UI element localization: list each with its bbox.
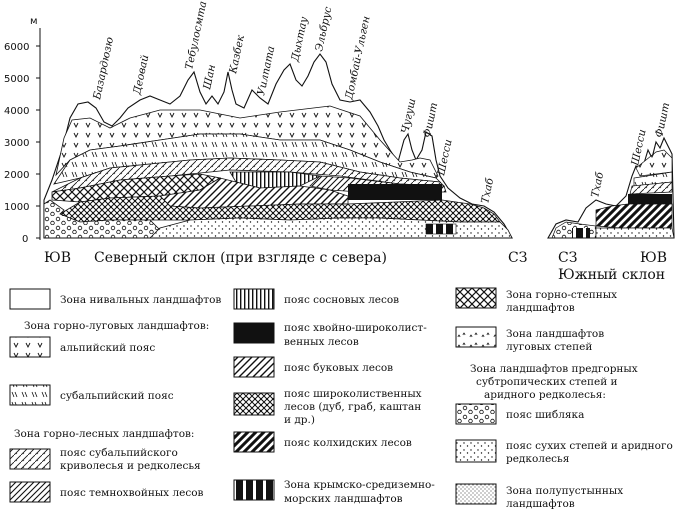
peak-label: Домбай-Ульген — [343, 15, 373, 102]
peak-label: Чугуш — [399, 97, 418, 134]
y-tick-label: 6000 — [4, 42, 29, 53]
legend-header-forest: Зона горно-лесных ландшафтов: — [14, 428, 194, 440]
y-tick-label: 4000 — [4, 106, 29, 117]
legend-swatch-meadowsteppe — [455, 326, 497, 348]
south-alpine-area — [635, 149, 673, 177]
legend-label-shiblyak: пояс шибляка — [506, 409, 584, 421]
peak-label: Тебулосмта — [183, 0, 209, 71]
legend-label-crooked-2: криволесья и редколесья — [60, 460, 201, 472]
y-tick: 6000 — [4, 42, 40, 53]
legend-label-subalpine: субальпийский пояс — [60, 390, 174, 402]
legend-header-meadow: Зона горно-луговых ландшафтов: — [24, 320, 209, 332]
legend-label-crimea-1: Зона крымско-средиземно- — [284, 479, 435, 491]
legend-swatch-steppe — [455, 287, 497, 309]
legend-label-colchis: пояс колхидских лесов — [284, 437, 412, 449]
direction-sz-2: СЗ — [558, 250, 577, 266]
y-tick-label: 1000 — [4, 202, 29, 213]
legend-label-dry-2: редколесья — [506, 453, 570, 465]
legend-label-pine: пояс сосновых лесов — [284, 294, 399, 306]
y-tick: 2000 — [4, 170, 40, 181]
legend-label-broad-3: и др.) — [284, 414, 315, 426]
legend-swatch-broad — [233, 392, 275, 416]
south-crimea-area — [572, 228, 590, 238]
legend-label-mixed-2: венных лесов — [284, 336, 359, 348]
legend: Зона нивальных ландшафтов Зона горно-луг… — [9, 287, 673, 510]
legend-header-foot-1: Зона ландшафтов предгорных — [470, 363, 638, 375]
legend-label-meadowsteppe-1: Зона ландшафтов — [506, 328, 604, 340]
legend-label-semidesert-1: Зона полупустынных — [506, 485, 623, 497]
peak-label: Шан — [201, 63, 218, 91]
legend-swatch-crooked — [9, 448, 51, 470]
y-tick: 1000 — [4, 202, 40, 213]
north-slope-profile — [43, 53, 513, 239]
legend-label-crooked-1: пояс субальпийского — [60, 447, 178, 459]
legend-label-meadowsteppe-2: луговых степей — [506, 341, 592, 353]
peak-label: Фишт — [421, 101, 440, 138]
direction-left: ЮВ — [44, 250, 71, 266]
legend-label-alpine: альпийский пояс — [60, 342, 155, 354]
legend-label-steppe-2: ландшафтов — [506, 302, 575, 314]
legend-label-broad-2: лесов (дуб, граб, каштан — [284, 401, 421, 413]
legend-label-crimea-2: морских ландшафтов — [284, 493, 403, 505]
direction-right: ЮВ — [640, 250, 667, 266]
profile-headings: ЮВ Северный склон (при взгляде с севера)… — [44, 250, 667, 283]
legend-label-nival: Зона нивальных ландшафтов — [60, 294, 221, 306]
legend-header-foot-2: субтропических степей и — [476, 376, 618, 388]
legend-swatch-pine — [233, 288, 275, 310]
legend-header-foot-3: аридного редколесья: — [484, 389, 606, 401]
y-tick-label: 0 — [22, 234, 28, 245]
y-axis: м 6000 5000 4000 3000 2000 1000 0 — [4, 16, 41, 245]
legend-swatch-subalpine — [9, 384, 51, 406]
legend-swatch-colchis — [233, 431, 275, 453]
y-tick: 4000 — [4, 106, 40, 117]
dry-steppe-area — [149, 217, 513, 239]
peak-label: Казбек — [227, 33, 247, 75]
y-tick-label: 5000 — [4, 74, 29, 85]
legend-swatch-dry — [455, 439, 497, 463]
peak-label: Деовай — [131, 54, 151, 97]
peak-label: Эльбрус — [313, 5, 334, 52]
mixed-forest-area — [348, 184, 442, 200]
legend-swatch-beech — [233, 356, 275, 378]
legend-label-beech: пояс буковых лесов — [284, 362, 393, 374]
legend-swatch-nival — [9, 288, 51, 310]
south-mixed-area — [628, 194, 672, 204]
legend-swatch-alpine — [9, 336, 51, 358]
y-tick: 3000 — [4, 138, 40, 149]
legend-swatch-crimea — [233, 479, 275, 501]
legend-label-semidesert-2: ландшафтов — [506, 498, 575, 510]
peak-label: Тхаб — [479, 177, 496, 205]
peak-label: Шесси — [435, 138, 455, 178]
legend-swatch-darkconif — [9, 481, 51, 503]
peak-label: Тхаб — [589, 171, 606, 199]
peak-label: Базардюзю — [91, 36, 116, 102]
legend-swatch-semidesert — [455, 483, 497, 505]
y-tick: 0 — [22, 234, 40, 245]
south-slope-title: Южный склон — [558, 267, 665, 283]
y-tick-label: 3000 — [4, 138, 29, 149]
y-tick: 5000 — [4, 74, 40, 85]
legend-label-mixed-1: пояс хвойно-широколист- — [284, 322, 427, 334]
south-colchis-area — [595, 203, 673, 229]
south-dry-area — [595, 227, 675, 239]
legend-label-broad-1: пояс широколиственных — [284, 388, 422, 400]
crimea-area — [425, 223, 457, 235]
legend-label-dry-1: пояс сухих степей и аридного — [506, 440, 673, 452]
legend-label-darkconif: пояс темнохвойных лесов — [60, 487, 204, 499]
direction-sz-1: СЗ — [508, 250, 527, 266]
peak-label: Дыхтау — [289, 15, 311, 64]
south-crooked-area — [629, 181, 673, 195]
y-tick-label: 2000 — [4, 170, 29, 181]
legend-swatch-shiblyak — [455, 403, 497, 425]
south-slope-profile — [547, 136, 675, 239]
legend-label-steppe-1: Зона горно-степных — [506, 289, 617, 301]
peak-label: Фишт — [653, 101, 672, 138]
legend-swatch-mixed — [233, 322, 275, 344]
y-axis-unit: м — [30, 16, 38, 27]
north-slope-title: Северный склон (при взгляде с севера) — [94, 250, 387, 266]
